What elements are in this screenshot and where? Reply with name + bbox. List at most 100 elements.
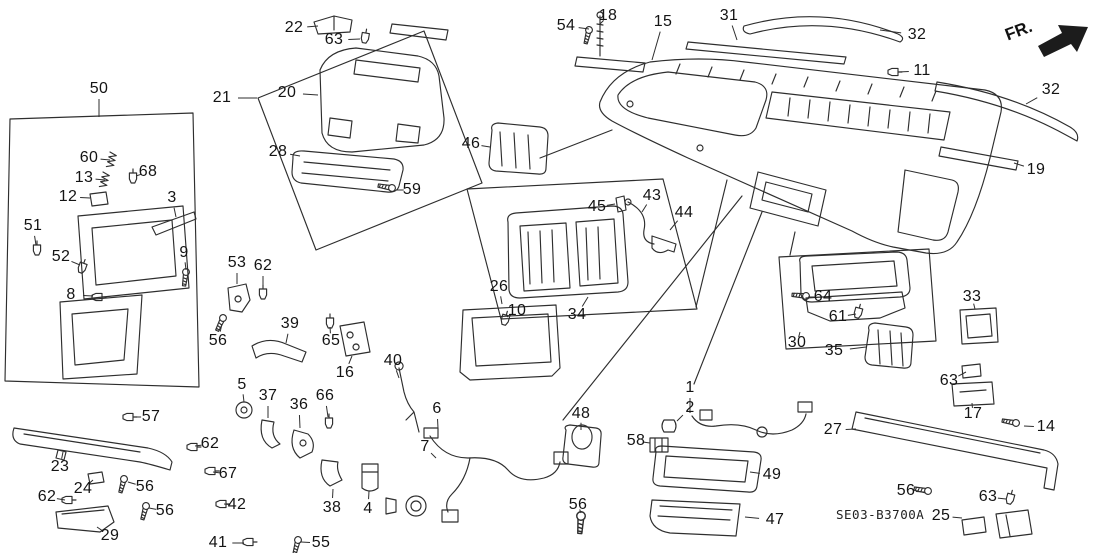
callout-63: 63 <box>978 488 998 505</box>
leader-line-56 <box>219 323 223 332</box>
callout-44: 44 <box>674 204 694 221</box>
callout-63: 63 <box>939 372 959 389</box>
leader-line-26 <box>500 296 503 305</box>
callout-8: 8 <box>66 286 76 303</box>
leader-line-19 <box>1013 162 1025 167</box>
callout-10: 10 <box>507 302 527 319</box>
callout-57: 57 <box>141 408 161 425</box>
leader-line-2 <box>676 414 684 422</box>
wire-harness-art <box>385 427 569 523</box>
callout-19: 19 <box>1026 161 1046 178</box>
callout-38: 38 <box>322 499 342 516</box>
callout-53: 53 <box>227 254 247 271</box>
leader-line-29 <box>96 526 104 532</box>
callout-22: 22 <box>284 19 304 36</box>
diagram-part-code: SE03-B3700A <box>836 507 925 522</box>
callout-13: 13 <box>74 169 94 186</box>
instrument-panel-art <box>598 58 1002 255</box>
callout-65: 65 <box>321 332 341 349</box>
leader-line-60 <box>100 158 111 161</box>
callout-32: 32 <box>1041 81 1061 98</box>
leader-line-56 <box>579 509 582 514</box>
callout-56: 56 <box>896 482 916 499</box>
callout-35: 35 <box>824 342 844 359</box>
callout-54: 54 <box>556 17 576 34</box>
leader-line-67 <box>212 471 220 474</box>
glovebox-region-art <box>4 112 200 388</box>
callout-56: 56 <box>568 496 588 513</box>
side-vent-art <box>488 11 646 175</box>
leader-line-52 <box>71 260 81 266</box>
leader-line-23 <box>61 451 64 459</box>
callout-43: 43 <box>642 187 662 204</box>
callout-62: 62 <box>253 257 273 274</box>
leader-line-46 <box>481 145 491 148</box>
callout-12: 12 <box>58 188 78 205</box>
callout-52: 52 <box>51 248 71 265</box>
callout-16: 16 <box>335 364 355 381</box>
leader-line-63 <box>997 497 1007 500</box>
callout-21: 21 <box>212 89 232 106</box>
callout-62: 62 <box>37 488 57 505</box>
callout-5: 5 <box>237 376 247 393</box>
callout-32: 32 <box>907 26 927 43</box>
callout-47: 47 <box>765 511 785 528</box>
leader-line-63 <box>958 371 967 377</box>
leader-line-35 <box>849 346 867 350</box>
callout-56: 56 <box>208 332 228 349</box>
heater-levers-art <box>186 361 420 553</box>
leader-line-58 <box>643 441 651 444</box>
leader-line-24 <box>88 479 94 485</box>
leader-line-54 <box>578 27 590 30</box>
bracket-parts-art <box>213 283 371 363</box>
leader-line-32 <box>1025 97 1038 105</box>
callout-15: 15 <box>653 13 673 30</box>
leader-line-22 <box>307 25 319 28</box>
callout-4: 4 <box>363 500 373 517</box>
leader-line-16 <box>348 355 353 364</box>
leader-line-49 <box>749 471 760 474</box>
leader-line-61 <box>847 313 857 316</box>
callout-18: 18 <box>598 7 618 24</box>
callout-23: 23 <box>50 458 70 475</box>
fr-arrow-icon <box>1038 25 1088 57</box>
callout-59: 59 <box>402 181 422 198</box>
leader-line-34 <box>581 296 589 307</box>
callout-64: 64 <box>813 288 833 305</box>
callout-14: 14 <box>1036 418 1056 435</box>
leader-line-25 <box>952 516 963 519</box>
long-pointer-lines <box>539 129 796 421</box>
callout-67: 67 <box>218 465 238 482</box>
leader-line-40 <box>395 370 400 379</box>
leader-line-51 <box>34 235 37 246</box>
callout-6: 6 <box>432 400 442 417</box>
leader-line-66 <box>325 405 329 418</box>
callout-29: 29 <box>100 527 120 544</box>
leader-line-10 <box>506 313 512 318</box>
callout-9: 9 <box>179 244 189 261</box>
callout-51: 51 <box>23 217 43 234</box>
leader-line-56 <box>148 507 157 510</box>
leader-line-30 <box>798 331 801 338</box>
callout-56: 56 <box>135 478 155 495</box>
leader-line-44 <box>669 220 679 231</box>
callout-37: 37 <box>258 387 278 404</box>
callout-56: 56 <box>155 502 175 519</box>
lower-trim-left-art <box>12 412 173 533</box>
leader-line-33 <box>973 303 976 310</box>
leader-line-3 <box>173 207 177 218</box>
callout-49: 49 <box>762 466 782 483</box>
leader-line-7 <box>430 452 437 459</box>
callout-3: 3 <box>167 189 177 206</box>
callout-42: 42 <box>227 496 247 513</box>
callout-50: 50 <box>89 80 109 97</box>
leader-line-39 <box>285 333 289 344</box>
callout-58: 58 <box>626 432 646 449</box>
center-vent-region-art <box>459 178 698 381</box>
callout-68: 68 <box>138 163 158 180</box>
leader-line-18 <box>599 20 604 25</box>
callout-24: 24 <box>73 480 93 497</box>
